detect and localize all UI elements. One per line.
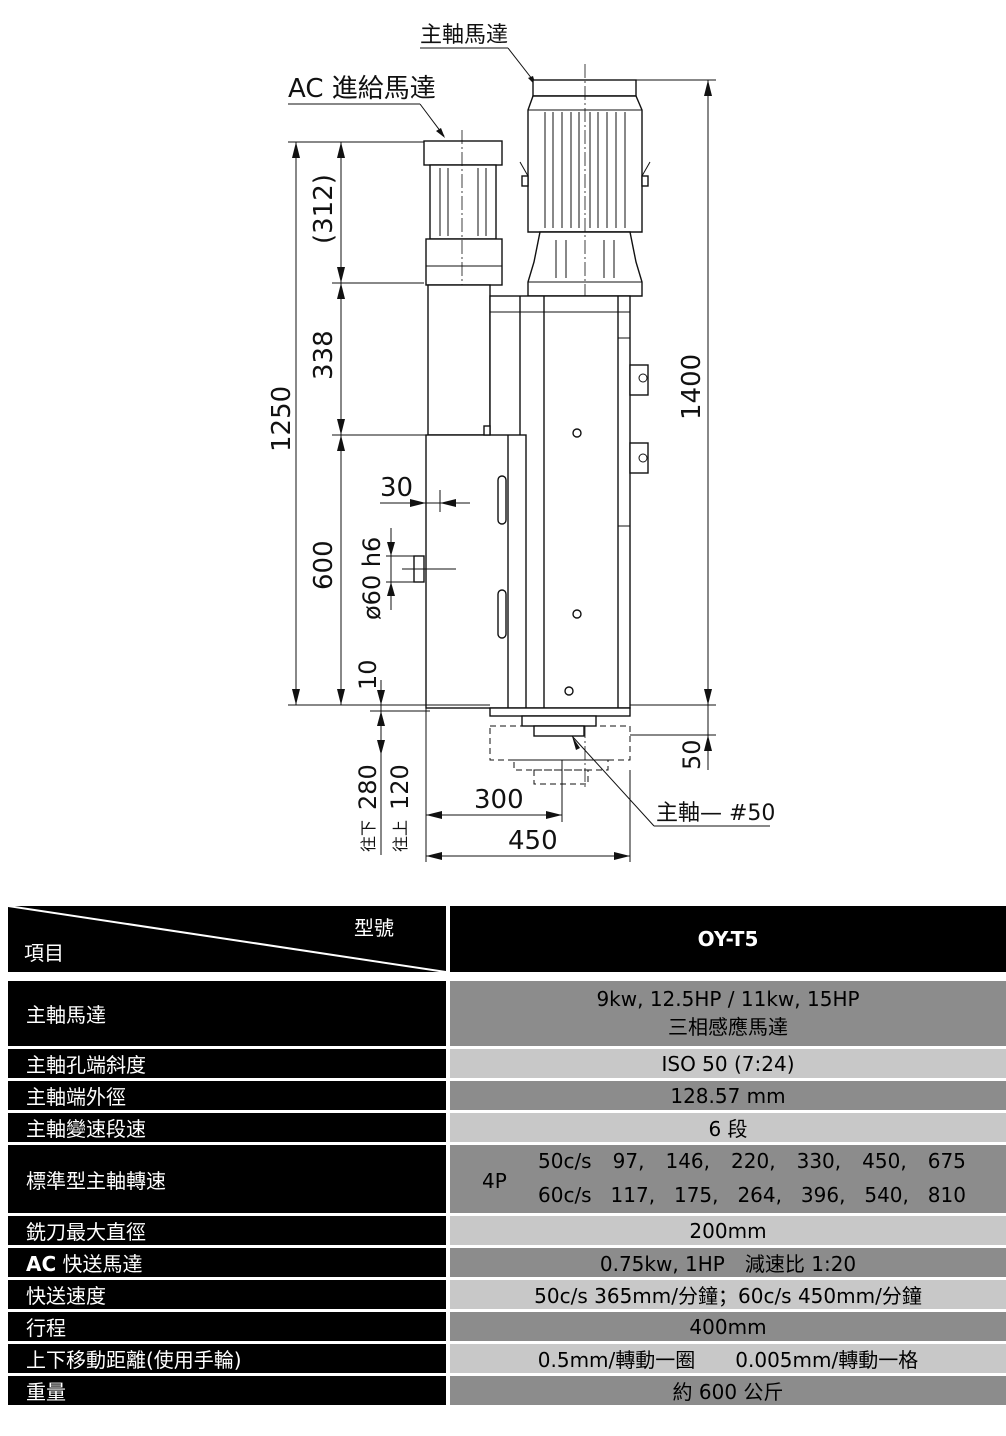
table-row: 行程 400mm xyxy=(8,1312,1006,1344)
row-label: 上下移動距離(使用手輪) xyxy=(8,1344,450,1376)
rpm-cell: 396, xyxy=(800,1183,846,1207)
row-label: 行程 xyxy=(8,1312,450,1344)
dim-50: 50 xyxy=(678,739,706,770)
label-spindle-taper: 主軸— #50 xyxy=(656,801,775,826)
dim-600: 600 xyxy=(309,540,339,590)
rpm-pole: 4P xyxy=(482,1169,507,1193)
table-row: 快送速度 50c/s 365mm/分鐘；60c/s 450mm/分鐘 xyxy=(8,1280,1006,1312)
row-value: 0.5mm/轉動一圈 0.005mm/轉動一格 xyxy=(450,1344,1006,1376)
row-value: 9kw, 12.5HP / 11kw, 15HP 三相感應馬達 xyxy=(450,981,1006,1049)
header-item-label: 項目 xyxy=(24,941,64,965)
dim-1400: 1400 xyxy=(677,354,707,420)
row-label-rest: 快送馬達 xyxy=(56,1252,143,1276)
ac-feed-motor-cap xyxy=(423,140,503,166)
rpm-cell: 450, xyxy=(862,1149,907,1173)
dim-30: 30 xyxy=(380,473,413,503)
row-label: 重量 xyxy=(8,1376,450,1408)
row-label: 主軸馬達 xyxy=(8,981,450,1049)
row-label: 快送速度 xyxy=(8,1280,450,1312)
dim-312: (312) xyxy=(309,174,339,244)
row-label: 主軸孔端斜度 xyxy=(8,1049,450,1081)
label-ac-feed-motor: AC 進給馬達 xyxy=(288,74,436,104)
rpm-cell: 675 xyxy=(927,1149,966,1173)
row-label: 標準型主軸轉速 xyxy=(8,1145,450,1216)
row-value: ISO 50 (7:24) xyxy=(450,1049,1006,1081)
label-up: 往上 xyxy=(391,820,410,852)
rpm-cell: 117, xyxy=(610,1183,656,1207)
row-value: 50c/s 365mm/分鐘；60c/s 450mm/分鐘 xyxy=(450,1280,1006,1312)
model-name: OY-T5 xyxy=(697,927,759,951)
row-label: 主軸端外徑 xyxy=(8,1081,450,1113)
table-row: AC 快送馬達 0.75kw, 1HP 減速比 1:20 xyxy=(8,1248,1006,1280)
rpm-cell: 97, xyxy=(612,1149,645,1173)
row-value: 約 600 公斤 xyxy=(450,1376,1006,1408)
table-row: 主軸孔端斜度 ISO 50 (7:24) xyxy=(8,1049,1006,1081)
rpm-value: 4P 50c/s 97, 146, 220, 330, 450, 675 60c… xyxy=(450,1145,1006,1216)
label-spindle-motor: 主軸馬達 xyxy=(420,23,508,48)
rpm-cell: 146, xyxy=(665,1149,711,1173)
row-value: 400mm xyxy=(450,1312,1006,1344)
rpm-cell: 50c/s xyxy=(538,1149,592,1173)
dim-10: 10 xyxy=(354,659,382,690)
dim-120: 120 xyxy=(386,764,414,810)
diagonal-line xyxy=(8,906,446,972)
header-corner-cell: 型號 項目 xyxy=(8,906,450,975)
rpm-cell: 330, xyxy=(796,1149,842,1173)
row-label: 主軸變速段速 xyxy=(8,1113,450,1145)
table-row: 主軸馬達 9kw, 12.5HP / 11kw, 15HP 三相感應馬達 xyxy=(8,981,1006,1049)
table-row: 主軸端外徑 128.57 mm xyxy=(8,1081,1006,1113)
table-row: 主軸變速段速 6 段 xyxy=(8,1113,1006,1145)
row-value-line2: 三相感應馬達 xyxy=(668,1015,788,1039)
row-label-bold: AC xyxy=(26,1252,57,1276)
dim-60h6: ø60 h6 xyxy=(358,537,386,620)
table-row: 銑刀最大直徑 200mm xyxy=(8,1216,1006,1248)
dim-450: 450 xyxy=(508,826,558,856)
header-model-label: 型號 xyxy=(354,916,394,940)
table-header-row: 型號 項目 OY-T5 xyxy=(8,906,1006,975)
label-down: 往下 xyxy=(359,820,378,852)
table-row: 重量 約 600 公斤 xyxy=(8,1376,1006,1408)
spindle-motor-cap xyxy=(532,79,637,97)
row-label: AC 快送馬達 xyxy=(8,1248,450,1280)
dim-280: 280 xyxy=(354,764,382,810)
rpm-cell: 220, xyxy=(731,1149,776,1173)
dim-1250: 1250 xyxy=(267,386,297,452)
rpm-cell: 175, xyxy=(673,1183,719,1207)
table-row: 上下移動距離(使用手輪) 0.5mm/轉動一圈 0.005mm/轉動一格 xyxy=(8,1344,1006,1376)
row-value: 0.75kw, 1HP 減速比 1:20 xyxy=(450,1248,1006,1280)
row-value: 6 段 xyxy=(450,1113,1006,1145)
table-row-rpm: 標準型主軸轉速 4P 50c/s 97, 146, 220, 330, 450,… xyxy=(8,1145,1006,1216)
header-model-cell: OY-T5 xyxy=(450,906,1006,975)
rpm-60hz: 60c/s 117, 175, 264, 396, 540, 810 xyxy=(538,1183,966,1213)
row-value: 128.57 mm xyxy=(450,1081,1006,1113)
rpm-cell: 810 xyxy=(927,1183,966,1207)
row-value-line1: 9kw, 12.5HP / 11kw, 15HP xyxy=(596,987,860,1011)
rpm-cell: 60c/s xyxy=(538,1183,592,1207)
row-value: 200mm xyxy=(450,1216,1006,1248)
rpm-50hz: 50c/s 97, 146, 220, 330, 450, 675 xyxy=(538,1149,966,1179)
spec-table: 型號 項目 OY-T5 主軸馬達 9kw, 12.5HP / 11kw, 15H… xyxy=(8,906,1006,1408)
dim-300: 300 xyxy=(474,785,524,815)
dim-338: 338 xyxy=(309,330,339,380)
rpm-cell: 264, xyxy=(737,1183,782,1207)
technical-drawing: 主軸馬達 AC 進給馬達 xyxy=(267,23,775,862)
row-label: 銑刀最大直徑 xyxy=(8,1216,450,1248)
rpm-cell: 540, xyxy=(864,1183,909,1207)
